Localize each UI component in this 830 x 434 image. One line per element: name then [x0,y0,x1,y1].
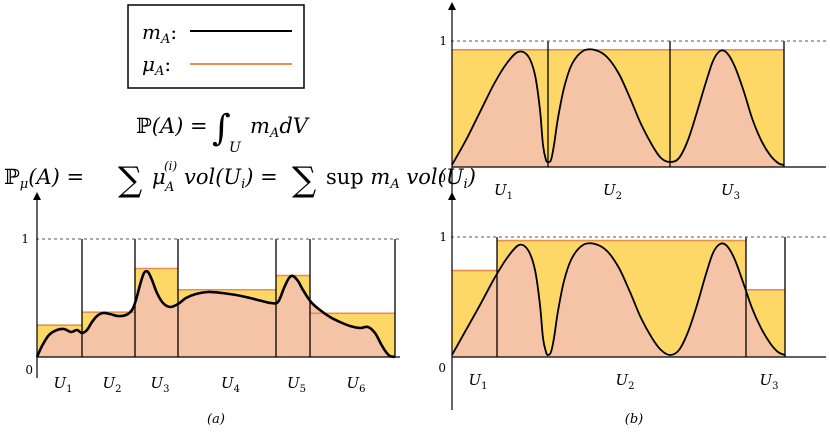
panel-b-bottom: 1 0 U1 U2 U3 (b) [438,192,826,427]
svg-text:μ: μ [152,165,166,189]
panel-b-caption: (b) [625,412,643,427]
legend-mu-label: μA: [142,52,171,79]
svg-text:ℙ(A) =: ℙ(A) = [136,114,208,138]
formula-probability-sum: ℙμ(A) = ∑ μ (i) A vol(Ui) = ∑ sup mA vol… [4,159,476,200]
region-label-1: U1 [469,371,488,392]
panel-a-one-label: 1 [21,232,29,246]
region-label-1: U1 [54,374,73,395]
sum-sign-1: ∑ [118,160,142,200]
panel-b-top-dividers [547,41,785,167]
svg-text:vol(Ui) =: vol(Ui) = [184,165,278,192]
panel-b-bottom-zero-label: 0 [438,361,446,375]
region-label-2: U2 [103,374,122,395]
panel-a-density-fill [37,271,395,357]
region-label-3: U3 [760,371,779,392]
panel-a-dividers [81,239,396,357]
region-label-3: U3 [151,374,170,395]
panel-a-sup-lines [37,267,395,326]
region-label-4: U4 [221,374,240,395]
svg-text:sup mA vol(Ui): sup mA vol(Ui) [326,165,476,192]
panel-b-bottom-dividers [496,237,786,357]
legend-box [127,4,305,89]
panel-b-top-density-curve [451,48,785,166]
panel-b-bottom-density-curve [451,242,786,356]
panel-a: 1 0 U1 U2 U3 U4 U5 U6 (a) [21,192,400,427]
region-label-3: U3 [721,181,740,202]
svg-text:(i): (i) [164,159,178,173]
region-label-5: U5 [287,374,306,395]
panel-b-top-zero-label: 0 [438,171,446,185]
panel-a-region-labels: U1 U2 U3 U4 U5 U6 [54,374,366,395]
svg-text:U: U [229,140,242,156]
panel-a-zero-label: 0 [25,363,33,377]
svg-text:ℙμ(A) =: ℙμ(A) = [4,165,84,192]
region-label-1: U1 [494,181,513,202]
svg-text:mAdV: mAdV [250,114,310,141]
panel-b-bottom-sup-lines [452,239,785,291]
integral-sign: ∫ [212,108,231,149]
region-label-2: U2 [603,181,622,202]
region-label-2: U2 [616,371,635,392]
formula-probability-integral: ℙ(A) = ∫ U mAdV [136,108,310,156]
svg-text:A: A [164,180,174,195]
panel-b-top: 1 0 U1 U2 U3 [438,2,826,202]
panel-b-top-one-label: 1 [439,34,447,48]
legend: mA: μA: [127,4,305,89]
panel-b-bottom-region-labels: U1 U2 U3 [469,371,779,392]
region-label-6: U6 [347,374,366,395]
panel-a-caption: (a) [207,412,225,427]
panel-b-top-region-labels: U1 U2 U3 [494,181,740,202]
panel-a-density-curve [35,269,396,359]
legend-m-label: mA: [142,20,177,47]
sum-sign-2: ∑ [292,160,316,200]
panel-b-bottom-one-label: 1 [439,230,447,244]
